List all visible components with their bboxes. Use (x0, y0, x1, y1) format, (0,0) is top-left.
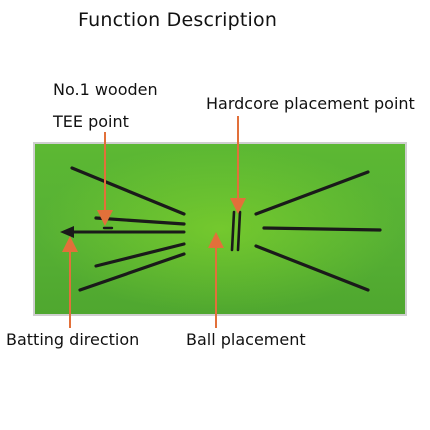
tee-point-label-line1: No.1 wooden (53, 80, 158, 99)
mat-guide-lines-right (254, 170, 382, 292)
guide-line-right-lower (254, 244, 370, 292)
batting-direction-label: Batting direction (6, 330, 140, 349)
mat-guide-lines-left (70, 166, 186, 292)
batting-direction-arrow (60, 226, 186, 238)
hardcore-placement-label: Hardcore placement point (206, 94, 415, 113)
guide-line-right-mid (262, 226, 382, 232)
tee-point-label-line2: TEE point (53, 112, 129, 131)
ball-placement-label: Ball placement (186, 330, 306, 349)
guide-line-right-upper (254, 170, 370, 216)
callout-arrows (62, 116, 246, 328)
guide-line-left-lower (78, 252, 186, 292)
hardcore-placement-marks (230, 210, 242, 252)
guide-line-left-mid-lower (94, 242, 186, 268)
page-title: Function Description (78, 9, 278, 31)
guide-line-left-mid-upper (94, 216, 186, 226)
guide-line-left-upper (70, 166, 186, 216)
